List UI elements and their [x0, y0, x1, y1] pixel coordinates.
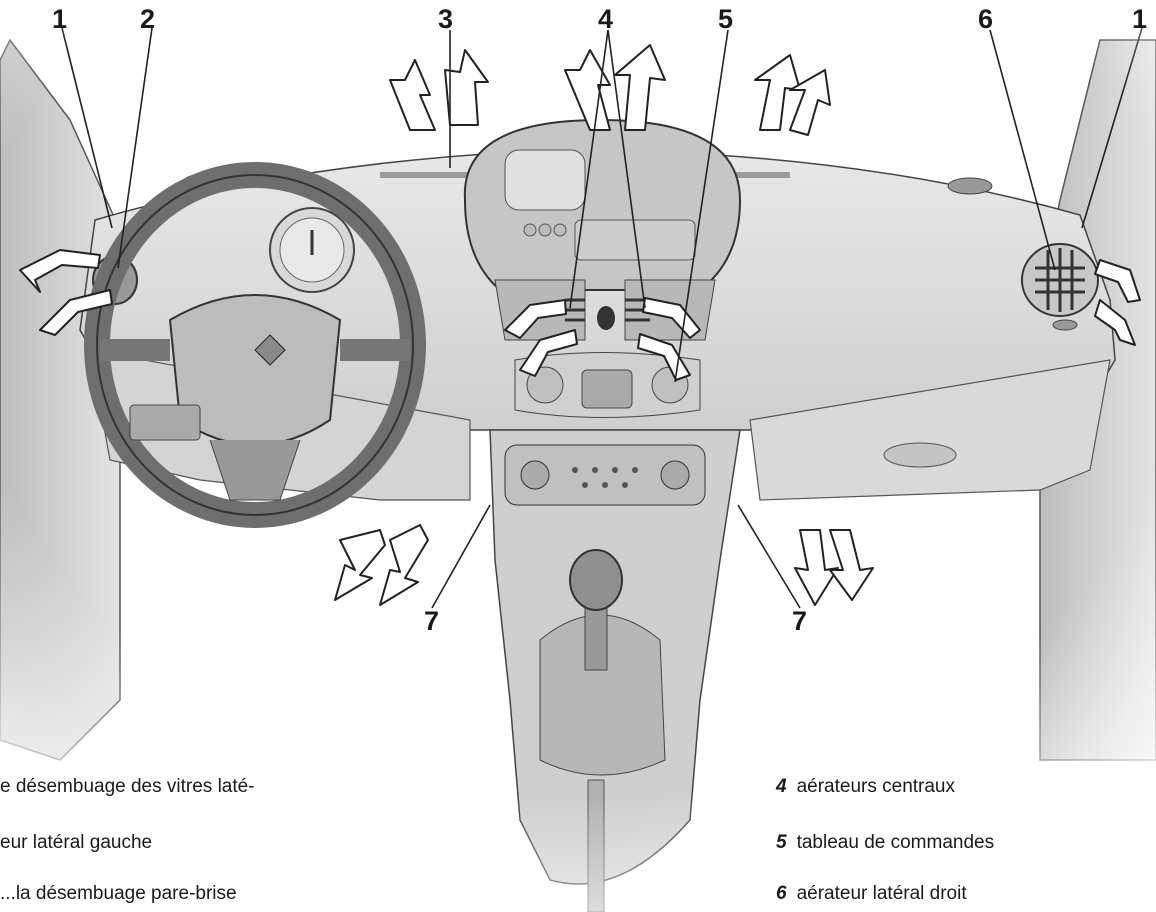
callout-1-right: 1: [1132, 4, 1148, 34]
legend-text: aérateur latéral droit: [796, 883, 967, 904]
legend-left-text: eur latéral gauche: [0, 832, 153, 853]
legend-number: 5: [776, 832, 787, 853]
legend-text: aérateurs centraux: [796, 776, 955, 797]
legend-left-item-2: eur latéral gauche: [0, 833, 152, 852]
legend-right-item-6: 6 aérateur latéral droit: [776, 884, 967, 903]
legend-number: 4: [776, 776, 787, 797]
legend-number: 6: [776, 883, 787, 904]
callout-1-left: 1: [52, 4, 68, 34]
callout-3: 3: [438, 4, 454, 34]
callout-6: 6: [978, 4, 994, 34]
callout-7-right: 7: [792, 606, 808, 636]
callout-4: 4: [598, 4, 614, 34]
callout-2: 2: [140, 4, 156, 34]
callout-7-left: 7: [424, 606, 440, 636]
callout-5: 5: [718, 4, 734, 34]
legend-text: tableau de commandes: [796, 832, 995, 853]
legend-right-item-4: 4 aérateurs centraux: [776, 777, 955, 796]
legend-left-text: ...la désembuage pare-brise: [0, 883, 237, 904]
legend-left-item-1: e désembuage des vitres laté-: [0, 777, 255, 796]
legend-left-item-3: ...la désembuage pare-brise: [0, 884, 237, 903]
legend-left-text: e désembuage des vitres laté-: [0, 776, 255, 797]
legend-right-item-5: 5 tableau de commandes: [776, 833, 994, 852]
